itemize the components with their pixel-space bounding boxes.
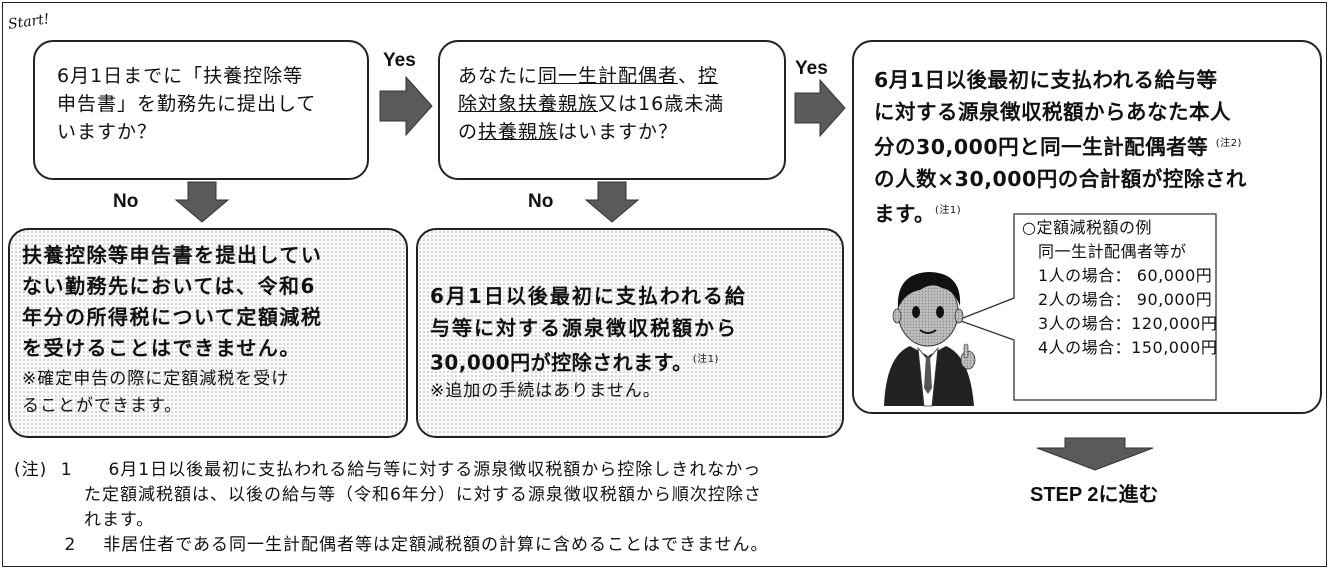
example-row-4: 4人の場合：150,000円 — [1038, 338, 1218, 357]
example-row-2: 2人の場合： 90,000円 — [1038, 290, 1213, 309]
result-no-2-line-2: 与等に対する源泉徴収税額から — [430, 316, 738, 340]
example-row-1: 1人の場合： 60,000円 — [1038, 266, 1213, 285]
right-arrow-icon-1 — [379, 75, 433, 137]
q2-text: あなたに — [458, 65, 539, 87]
note-1-line-3: れます。 — [84, 510, 155, 530]
notes-prefix: (注) — [14, 460, 48, 480]
note-1-line-2: た定額減税額は、以後の給与等（令和6年分）に対する源泉徴収税額から順次控除さ — [84, 485, 762, 505]
result-no-2-sub: ※追加の手続はありません。 — [430, 381, 661, 401]
result-yes-line-3: 分の30,000円と同一生計配偶者等 — [874, 134, 1209, 159]
result-no-2-line-3: 30,000円が控除されます。 — [430, 350, 693, 375]
question-1-box: 6月1日までに「扶養控除等 申告書」を勤務先に提出して いますか？ — [33, 40, 369, 180]
result-yes-line-5: ます。 — [874, 201, 935, 226]
next-step-label: STEP 2に進む — [1030, 484, 1159, 506]
result-no-1-line-2: ない勤務先においては、令和6 — [22, 274, 316, 298]
q2-text: 、 — [678, 65, 699, 87]
speech-bubble — [956, 213, 1217, 401]
q2-term-dependent-b: 除対象扶養親族 — [458, 93, 599, 115]
q2-text: はいますか？ — [558, 121, 679, 143]
result-yes-line-2: に対する源泉徴収税額からあなた本人 — [874, 100, 1231, 124]
question-1-line-2: 申告書」を勤務先に提出して — [57, 93, 317, 115]
result-no-1-line-3: 年分の所得税について定額減税 — [22, 305, 323, 329]
example-subtitle: 同一生計配偶者等が — [1038, 242, 1187, 261]
result-no-1-line-1: 扶養控除等申告書を提出してい — [22, 243, 323, 267]
note-2-line: 非居住者である同一生計配偶者等は定額減税額の計算に含めることはできません。 — [103, 535, 769, 555]
right-arrow-icon-2 — [794, 78, 846, 138]
result-no-1-line-4: を受けることはできません。 — [22, 336, 301, 360]
note-ref-1b: (注1) — [692, 354, 719, 365]
example-title: ○定額減税額の例 — [1022, 218, 1152, 237]
q2-term-spouse: 同一生計配偶者 — [538, 65, 679, 87]
q2-term-dependent-a: 控 — [698, 65, 719, 87]
result-yes-line-1: 6月1日以後最初に支払われる給与等 — [874, 68, 1218, 92]
note-1-line-1: 6月1日以後最初に支払われる給与等に対する源泉徴収税額から控除しきれなかっ — [108, 460, 762, 480]
result-no-2-line-1: 6月1日以後最初に支払われる給 — [430, 284, 747, 308]
no-label-1: No — [113, 191, 139, 212]
down-arrow-icon-2 — [584, 181, 640, 223]
no-label-2: No — [528, 191, 554, 212]
result-no-2-box: 6月1日以後最初に支払われる給 与等に対する源泉徴収税額から 30,000円が控… — [416, 228, 844, 438]
note-ref-1: (注1) — [934, 204, 962, 216]
question-1-line-1: 6月1日までに「扶養控除等 — [57, 65, 304, 87]
result-yes-box: 6月1日以後最初に支払われる給与等 に対する源泉徴収税額からあなた本人 分の30… — [852, 40, 1322, 414]
yes-label-2: Yes — [795, 58, 828, 79]
question-1-line-3: いますか？ — [57, 121, 158, 143]
businessman-icon — [884, 272, 976, 407]
note-ref-2: (注2) — [1215, 138, 1242, 149]
yes-label-1: Yes — [383, 50, 416, 71]
result-no-1-sub-1: ※確定申告の際に定額減税を受け — [22, 369, 290, 389]
footnotes: (注) 1 6月1日以後最初に支払われる給与等に対する源泉徴収税額から控除しきれ… — [14, 458, 769, 558]
note-1-number: 1 — [60, 460, 73, 480]
note-2-number: 2 — [64, 535, 77, 555]
result-no-1-box: 扶養控除等申告書を提出してい ない勤務先においては、令和6 年分の所得税について… — [8, 228, 408, 438]
example-row-3: 3人の場合：120,000円 — [1038, 314, 1218, 333]
down-arrow-icon-1 — [174, 181, 230, 223]
question-2-box: あなたに同一生計配偶者、控 除対象扶養親族又は16歳未満 の扶養親族はいますか？ — [438, 40, 786, 180]
result-yes-line-4: の人数×30,000円の合計額が控除され — [874, 166, 1247, 191]
result-no-1-sub-2: ることができます。 — [22, 396, 183, 416]
q2-text: 又は16歳未満 — [598, 93, 725, 115]
step2-down-arrow-icon — [1036, 437, 1154, 471]
q2-text: の — [458, 121, 479, 143]
q2-term-family: 扶養親族 — [478, 121, 559, 143]
